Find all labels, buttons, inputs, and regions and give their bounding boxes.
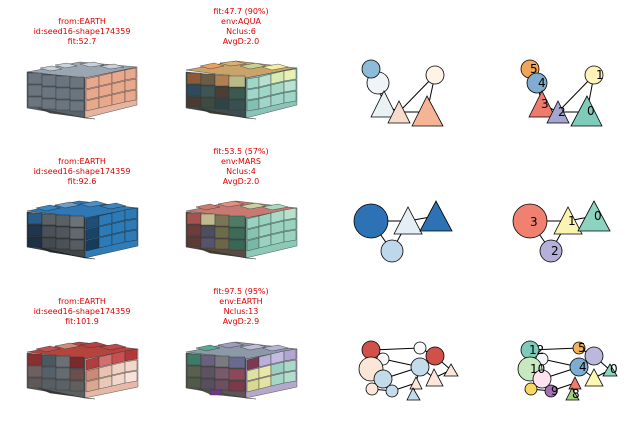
row3-right-fit: fit:97.5 (95%) bbox=[213, 287, 269, 296]
row3-mid-voxel-shape bbox=[185, 341, 298, 400]
node bbox=[572, 341, 586, 355]
row1-right-avgd: AvgD:2.0 bbox=[222, 37, 260, 46]
row1-left-id: id:seed16-shape174359 bbox=[33, 27, 131, 36]
row2-node-label-0: 0 bbox=[594, 209, 602, 223]
node bbox=[539, 239, 563, 263]
node bbox=[406, 387, 421, 401]
row1-graph-b-nodes bbox=[520, 59, 604, 127]
node bbox=[584, 368, 604, 387]
node bbox=[584, 65, 604, 85]
row2-right-fit: fit:53.5 (57%) bbox=[213, 147, 269, 156]
node bbox=[361, 59, 381, 79]
node bbox=[544, 384, 558, 398]
row3-left-label: from:EARTH id:seed16-shape174359 fit:101… bbox=[7, 297, 157, 327]
row1-node-label-1: 1 bbox=[596, 68, 604, 82]
row3-right-label: fit:97.5 (95%) env:EARTH Nclus:13 AvgD:2… bbox=[166, 287, 316, 327]
row3-node-label-9: 9 bbox=[551, 384, 559, 398]
row3-left-fit: fit:101.9 bbox=[65, 317, 99, 326]
row2-right-env: env:MARS bbox=[221, 157, 261, 166]
row1-node-label-3: 3 bbox=[541, 97, 549, 111]
node bbox=[419, 200, 453, 232]
row1-right-fit: fit:47.7 (90%) bbox=[213, 7, 269, 16]
row2-graph-b-nodes bbox=[512, 200, 611, 263]
node bbox=[443, 363, 459, 377]
node bbox=[411, 95, 444, 127]
row1-node-label-0: 0 bbox=[587, 104, 595, 118]
row3-graph-b-nodes bbox=[517, 340, 618, 401]
node bbox=[353, 203, 389, 239]
node bbox=[512, 203, 548, 239]
row3-left-from: from:EARTH bbox=[58, 297, 106, 306]
node bbox=[370, 90, 398, 118]
row1-graph-a-nodes bbox=[361, 59, 445, 127]
node bbox=[526, 72, 548, 94]
row3-node-label-4: 4 bbox=[579, 360, 587, 374]
row3-node-label-8: 8 bbox=[572, 387, 580, 401]
node bbox=[584, 346, 604, 366]
row1-left-label: from:EARTH id:seed16-shape174359 fit:52.… bbox=[7, 17, 157, 47]
row2-left-from: from:EARTH bbox=[58, 157, 106, 166]
row1-node-label-5: 5 bbox=[530, 62, 538, 76]
row3-right-nclus: Nclus:13 bbox=[223, 307, 259, 316]
node bbox=[385, 384, 399, 398]
node bbox=[373, 369, 393, 389]
row1-right-env: env:AQUA bbox=[221, 17, 261, 26]
row2-left-fit: fit:92.6 bbox=[67, 177, 97, 186]
row2-graph-a-nodes bbox=[353, 200, 453, 263]
row3-node-label-5: 5 bbox=[578, 341, 586, 355]
node bbox=[425, 368, 444, 387]
row2-left-id: id:seed16-shape174359 bbox=[33, 167, 131, 176]
node bbox=[425, 65, 445, 85]
row1-node-label-4: 4 bbox=[538, 76, 546, 90]
row2-node-label-3: 3 bbox=[530, 215, 538, 229]
row1-mid-voxel-shape bbox=[185, 60, 298, 120]
node bbox=[570, 95, 603, 127]
row3-node-label-10: 10 bbox=[530, 362, 545, 376]
row3-left-id: id:seed16-shape174359 bbox=[33, 307, 131, 316]
node bbox=[569, 357, 589, 377]
row1-left-fit: fit:52.7 bbox=[67, 37, 97, 46]
node bbox=[524, 382, 538, 396]
node bbox=[425, 346, 445, 366]
row3-node-label-12: 12 bbox=[529, 343, 544, 357]
node bbox=[393, 206, 423, 235]
node bbox=[413, 341, 427, 355]
row1-node-label-2: 2 bbox=[558, 105, 566, 119]
node bbox=[532, 369, 552, 389]
row2-left-voxel-shape bbox=[26, 200, 139, 260]
row2-left-label: from:EARTH id:seed16-shape174359 fit:92.… bbox=[7, 157, 157, 187]
node bbox=[546, 100, 570, 124]
node bbox=[602, 363, 618, 377]
node bbox=[409, 376, 423, 390]
row1-left-from: from:EARTH bbox=[58, 17, 106, 26]
row1-right-label: fit:47.7 (90%) env:AQUA Nclus:6 AvgD:2.0 bbox=[166, 7, 316, 47]
node bbox=[380, 239, 404, 263]
row3-left-voxel-shape bbox=[26, 341, 139, 400]
row2-right-label: fit:53.5 (57%) env:MARS Nclus:4 AvgD:2.0 bbox=[166, 147, 316, 187]
row2-mid-voxel-shape bbox=[185, 200, 298, 260]
node bbox=[577, 200, 611, 232]
node bbox=[528, 90, 556, 118]
node bbox=[410, 357, 430, 377]
node bbox=[387, 100, 411, 124]
row2-node-label-2: 2 bbox=[551, 244, 559, 258]
row2-right-avgd: AvgD:2.0 bbox=[222, 177, 260, 186]
row2-right-nclus: Nclus:4 bbox=[226, 167, 256, 176]
row3-node-label-0: 0 bbox=[610, 362, 618, 376]
node bbox=[553, 206, 583, 235]
row3-graph-a-nodes bbox=[358, 340, 459, 401]
row1-right-nclus: Nclus:6 bbox=[226, 27, 256, 36]
row3-right-env: env:EARTH bbox=[219, 297, 263, 306]
row3-right-avgd: AvgD:2.9 bbox=[222, 317, 260, 326]
node bbox=[565, 387, 580, 401]
node bbox=[568, 376, 582, 390]
row1-left-voxel-shape bbox=[26, 61, 138, 120]
node bbox=[365, 382, 379, 396]
row2-node-label-1: 1 bbox=[568, 214, 576, 228]
